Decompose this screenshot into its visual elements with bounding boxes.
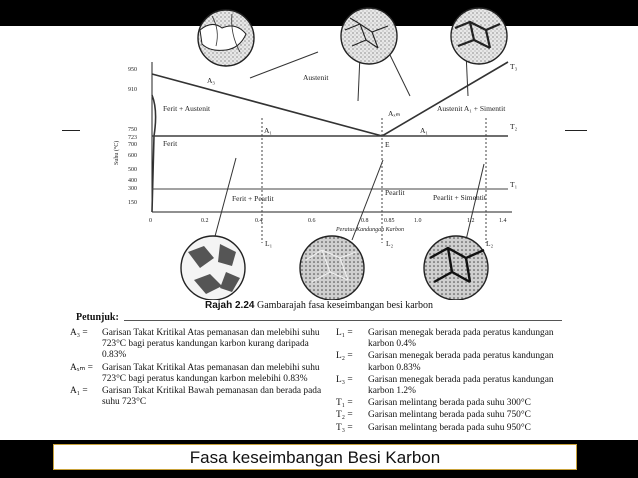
x-tick: 0: [149, 218, 152, 224]
y-tick: 750: [128, 127, 137, 133]
x-tick: 0.85: [384, 218, 395, 224]
legend-key: L₂ =: [336, 351, 368, 373]
caption-label: Rajah 2.24: [205, 300, 254, 311]
micrograph-austenite-simentit: [451, 8, 507, 64]
legend-text: Garisan Takat Kritikal Atas pemanasan da…: [102, 328, 326, 362]
legend-text: Garisan menegak berada pada peratus kand…: [368, 375, 566, 397]
y-tick-labels: 950 910 750 723 700 600 500 400 300 150: [128, 67, 137, 206]
y-tick: 700: [128, 142, 137, 148]
y-tick: 723: [128, 135, 137, 141]
label-a3: A₃: [207, 76, 215, 85]
y-tick: 150: [128, 200, 137, 206]
x-tick: 1.0: [414, 218, 422, 224]
pointer: [466, 164, 484, 240]
caption-text: Gambarajah fasa keseimbangan besi karbon: [257, 300, 433, 311]
legend-text: Garisan menegak berada pada peratus kand…: [368, 351, 566, 373]
legend-text: Garisan melintang berada pada suhu 950°C: [368, 423, 566, 434]
legend-title: Petunjuk:: [76, 312, 119, 323]
legend-key: T₁ =: [336, 398, 368, 409]
legend-rule: [124, 320, 562, 321]
label-a1-left: A₁: [264, 126, 272, 135]
label-t3: T₃: [510, 62, 518, 71]
region-pearlit: Pearlit: [385, 188, 405, 197]
label-t2: T₂: [510, 122, 518, 131]
phase-diagram: 950 910 750 723 700 600 500 400 300 150 …: [0, 0, 638, 300]
acm-line: [382, 62, 508, 136]
x-tick-labels: 0 0.2 0.4 0.6 0.8 0.85 1.0 1.2 1.4: [149, 218, 507, 224]
legend-entry: T₃ = Garisan melintang berada pada suhu …: [336, 423, 566, 434]
y-tick: 910: [128, 87, 137, 93]
region-pearlit-simentit: Pearlit + Simentit: [433, 193, 487, 202]
legend-key: A₁ =: [70, 386, 102, 408]
x-tick: 1.4: [499, 218, 507, 224]
micrograph-pearlit-simentit: [424, 236, 488, 300]
y-tick: 500: [128, 167, 137, 173]
pointer: [390, 55, 410, 96]
label-l1: L₁: [265, 239, 273, 248]
figure-caption: Rajah 2.24 Gambarajah fasa keseimbangan …: [0, 300, 638, 311]
x-tick: 0.4: [255, 218, 263, 224]
legend-entry: L₃ = Garisan menegak berada pada peratus…: [336, 375, 566, 397]
x-tick: 0.8: [361, 218, 369, 224]
legend-key: T₃ =: [336, 423, 368, 434]
legend-key: L₁ =: [336, 328, 368, 350]
legend-entry: Aₓₘ = Garisan Takat Kritikal Atas pemana…: [70, 363, 326, 385]
legend-key: L₃ =: [336, 375, 368, 397]
micrograph-austenite-grains: [341, 8, 397, 64]
region-ferit-austenit: Ferit + Austenit: [163, 104, 211, 113]
legend-key: Aₓₘ =: [70, 363, 102, 385]
region-ferit: Ferit: [163, 139, 178, 148]
legend-entry: T₁ = Garisan melintang berada pada suhu …: [336, 398, 566, 409]
legend-entry: T₂ = Garisan melintang berada pada suhu …: [336, 410, 566, 421]
x-axis-title: Peratus Kandungan Karbon: [335, 227, 404, 233]
ferrite-boundary: [152, 95, 156, 212]
region-ferit-pearlit: Ferit + Pearlit: [232, 194, 275, 203]
x-tick: 0.6: [308, 218, 316, 224]
label-acm: Aₓₘ: [388, 109, 401, 118]
legend-left-column: A₃ = Garisan Takat Kritikal Atas pemanas…: [70, 328, 326, 409]
legend-text: Garisan menegak berada pada peratus kand…: [368, 328, 566, 350]
legend-text: Garisan Takat Kritikal Atas pemanasan da…: [102, 363, 326, 385]
micrograph-pearlit: [300, 236, 364, 300]
legend-text: Garisan melintang berada pada suhu 300°C: [368, 398, 566, 409]
micrograph-ferit-pearlit: [181, 236, 245, 300]
slide-footer-title: Fasa keseimbangan Besi Karbon: [53, 444, 577, 470]
x-tick: 0.2: [201, 218, 209, 224]
legend-entry: A₃ = Garisan Takat Kritikal Atas pemanas…: [70, 328, 326, 362]
label-l3: L₂: [486, 239, 494, 248]
label-a1-right: A₁: [420, 126, 428, 135]
label-t1: T₁: [510, 180, 518, 189]
y-tick: 950: [128, 67, 137, 73]
legend-entry: L₂ = Garisan menegak berada pada peratus…: [336, 351, 566, 373]
legend-entry: L₁ = Garisan menegak berada pada peratus…: [336, 328, 566, 350]
y-tick: 600: [128, 153, 137, 159]
legend-text: Garisan Takat Kritikal Bawah pemanasan d…: [102, 386, 326, 408]
legend-entry: A₁ = Garisan Takat Kritikal Bawah pemana…: [70, 386, 326, 408]
y-axis-title: Suhu (°C): [113, 141, 120, 165]
label-e: E: [385, 140, 390, 149]
y-tick: 400: [128, 178, 137, 184]
legend-key: T₂ =: [336, 410, 368, 421]
legend-key: A₃ =: [70, 328, 102, 362]
legend-right-column: L₁ = Garisan menegak berada pada peratus…: [336, 328, 566, 435]
region-austenit-simentit: Austenit A₁ + Simentit: [437, 104, 506, 113]
micrograph-austenite: [198, 10, 254, 66]
legend-text: Garisan melintang berada pada suhu 750°C: [368, 410, 566, 421]
label-l2: L₂: [386, 239, 394, 248]
y-tick: 300: [128, 186, 137, 192]
region-austenit: Austenit: [303, 73, 329, 82]
